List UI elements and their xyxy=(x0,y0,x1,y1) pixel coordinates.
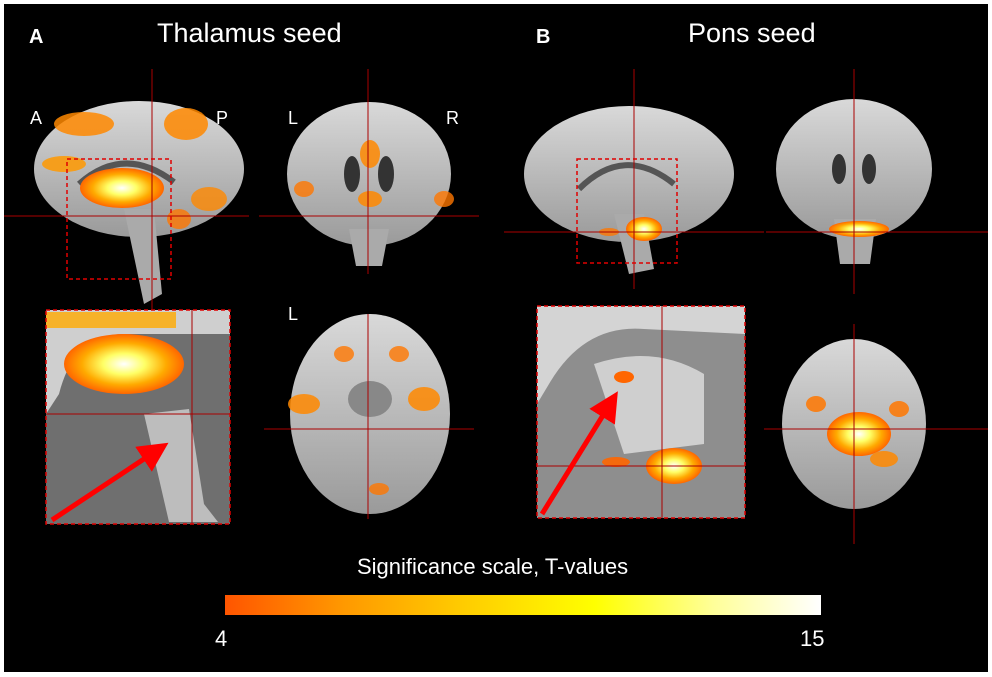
panel-a-zoom-inset xyxy=(45,309,231,525)
panel-b-axial-slice xyxy=(764,324,988,544)
orientation-posterior-label: P xyxy=(216,108,229,128)
colorbar-max-label: 15 xyxy=(800,626,825,651)
colorbar-min-label: 4 xyxy=(215,626,228,651)
orientation-axial-left-label: L xyxy=(288,304,299,324)
significance-colorbar xyxy=(225,595,821,615)
panel-b-sagittal-slice xyxy=(504,69,764,289)
panel-b-title: Pons seed xyxy=(688,18,816,48)
orientation-anterior-label: A xyxy=(30,108,43,128)
panel-a-letter: A xyxy=(29,26,44,48)
panel-a-sagittal-slice xyxy=(4,69,249,309)
panel-a-title: Thalamus seed xyxy=(157,18,342,48)
panel-a-axial-slice xyxy=(264,314,474,519)
colorbar-title: Significance scale, T-values xyxy=(357,554,629,579)
brain-figure-canvas xyxy=(4,69,988,615)
panel-b-arrow xyxy=(539,391,618,516)
panel-b-zoom-inset xyxy=(536,305,746,519)
panel-a-arrow xyxy=(50,442,169,523)
orientation-right-label: R xyxy=(446,108,459,128)
figure-background: A Thalamus seed B Pons seed A P L R L Si… xyxy=(4,4,988,672)
panel-a-coronal-slice xyxy=(259,69,479,274)
panel-b-coronal-slice xyxy=(766,69,988,294)
panel-b-letter: B xyxy=(536,26,551,48)
orientation-left-label: L xyxy=(288,108,299,128)
